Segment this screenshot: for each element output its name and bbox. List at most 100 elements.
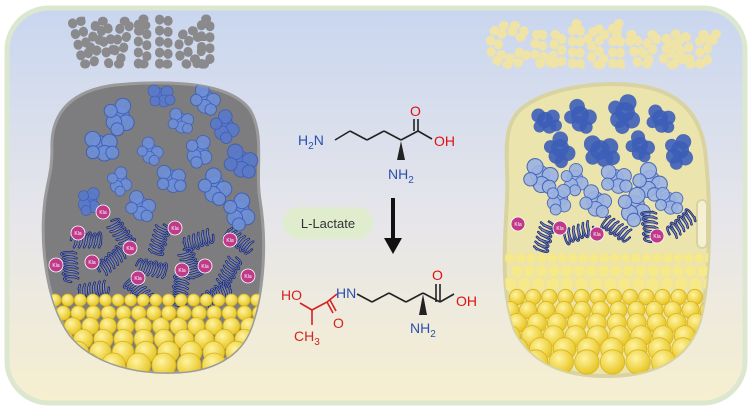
lipid-droplet-icon — [523, 265, 535, 277]
svg-text:Kla: Kla — [52, 263, 59, 269]
lipid-droplet-icon — [547, 253, 557, 263]
kla-badge: Kla — [85, 255, 99, 269]
lipid-droplet-icon — [558, 253, 568, 263]
lipid-droplet-icon — [526, 253, 536, 263]
product-acid-oh: OH — [456, 293, 477, 309]
lipid-droplet-icon — [87, 294, 99, 306]
lipid-droplet-icon — [626, 350, 650, 374]
lipid-droplet-icon — [621, 253, 631, 263]
product-amide-o: O — [333, 315, 344, 331]
kla-badge: Kla — [590, 227, 604, 241]
lipid-droplet-icon — [589, 277, 603, 291]
lysine-carbonyl-o: O — [410, 103, 421, 119]
lipid-droplet-icon — [685, 265, 697, 277]
lipid-droplet-icon — [632, 277, 646, 291]
protein-aggregate-icon — [148, 85, 175, 107]
svg-text:Kla: Kla — [514, 222, 521, 228]
lipid-droplet-icon — [646, 277, 660, 291]
kla-badge: Kla — [71, 226, 85, 240]
lipid-droplet-icon — [150, 294, 162, 306]
svg-text:Kla: Kla — [244, 274, 251, 280]
svg-text:Kla: Kla — [99, 210, 106, 216]
lipid-droplet-icon — [660, 277, 674, 291]
lipid-droplet-icon — [694, 253, 704, 263]
lipid-droplet-icon — [112, 294, 124, 306]
lipid-droplet-icon — [684, 253, 694, 263]
kla-badge: Kla — [131, 271, 145, 285]
lipid-droplet-icon — [532, 277, 546, 291]
lipid-droplet-icon — [663, 253, 673, 263]
lipid-droplet-icon — [579, 253, 589, 263]
lipid-droplet-icon — [610, 265, 622, 277]
lipid-droplet-icon — [689, 277, 703, 291]
lipid-droplet-icon — [642, 253, 652, 263]
lipid-droplet-icon — [575, 277, 589, 291]
lipid-droplet-icon — [568, 253, 578, 263]
svg-text:Kla: Kla — [593, 232, 600, 238]
lipid-droplet-icon — [635, 265, 647, 277]
kla-badge: Kla — [223, 233, 237, 247]
lipid-droplet-icon — [537, 253, 547, 263]
lipid-droplet-icon — [175, 294, 187, 306]
lipid-droplet-icon — [631, 253, 641, 263]
lipid-droplet-icon — [673, 253, 683, 263]
kla-badge: Kla — [168, 221, 182, 235]
product-carbonyl-o: O — [432, 267, 443, 283]
kla-badge: Kla — [198, 259, 212, 273]
lipid-droplet-icon — [560, 277, 574, 291]
lipid-droplet-icon — [517, 277, 531, 291]
lipid-droplet-icon — [697, 265, 709, 277]
lipid-droplet-icon — [125, 294, 137, 306]
svg-text:Kla: Kla — [74, 231, 81, 237]
lipid-droplet-icon — [548, 265, 560, 277]
lipid-droplet-icon — [660, 265, 672, 277]
reagent-label: L-Lactate — [301, 216, 355, 231]
lipid-droplet-icon — [598, 265, 610, 277]
svg-text:Kla: Kla — [171, 226, 178, 232]
lipid-droplet-icon — [561, 265, 573, 277]
lipid-droplet-icon — [213, 294, 225, 306]
svg-text:Kla: Kla — [201, 264, 208, 270]
kla-badge: Kla — [175, 263, 189, 277]
lipid-droplet-icon — [610, 253, 620, 263]
kla-badge: Kla — [96, 205, 110, 219]
kla-badge: Kla — [241, 269, 255, 283]
lipid-droplet-icon — [200, 294, 212, 306]
lipid-droplet-icon — [162, 294, 174, 306]
title-cultivar: Cultivar — [488, 13, 721, 76]
svg-text:Kla: Kla — [126, 246, 133, 252]
title-wild: Wild — [72, 9, 218, 78]
lipid-droplet-icon — [505, 253, 515, 263]
lipid-droplet-icon — [603, 277, 617, 291]
lipid-droplet-icon — [575, 350, 599, 374]
kla-badge: Kla — [511, 217, 525, 231]
svg-text:Kla: Kla — [134, 276, 141, 282]
lipid-droplet-icon — [573, 265, 585, 277]
product-amide-nh: HN — [336, 285, 356, 301]
lipid-droplet-icon — [600, 253, 610, 263]
lipid-droplet-icon — [675, 277, 689, 291]
protein-aggregate-icon — [532, 109, 562, 133]
lysine-acid-oh: OH — [434, 133, 455, 149]
kla-badge: Kla — [650, 229, 664, 243]
lipid-droplet-icon — [652, 253, 662, 263]
lipid-droplet-icon — [511, 265, 523, 277]
svg-text:Kla: Kla — [556, 226, 563, 232]
lipid-droplet-icon — [225, 294, 237, 306]
kla-badge: Kla — [49, 258, 63, 272]
lipid-droplet-icon — [623, 265, 635, 277]
cell-wall-notch — [697, 200, 707, 248]
lipid-droplet-icon — [585, 265, 597, 277]
svg-text:Kla: Kla — [178, 268, 185, 274]
lipid-droplet-icon — [188, 294, 200, 306]
lipid-droplet-icon — [600, 350, 624, 374]
lipid-droplet-icon — [238, 294, 250, 306]
lipid-droplet-icon — [62, 294, 74, 306]
svg-text:Kla: Kla — [88, 260, 95, 266]
lipid-droplet-icon — [589, 253, 599, 263]
lipid-droplet-icon — [647, 265, 659, 277]
svg-text:Kla: Kla — [653, 234, 660, 240]
